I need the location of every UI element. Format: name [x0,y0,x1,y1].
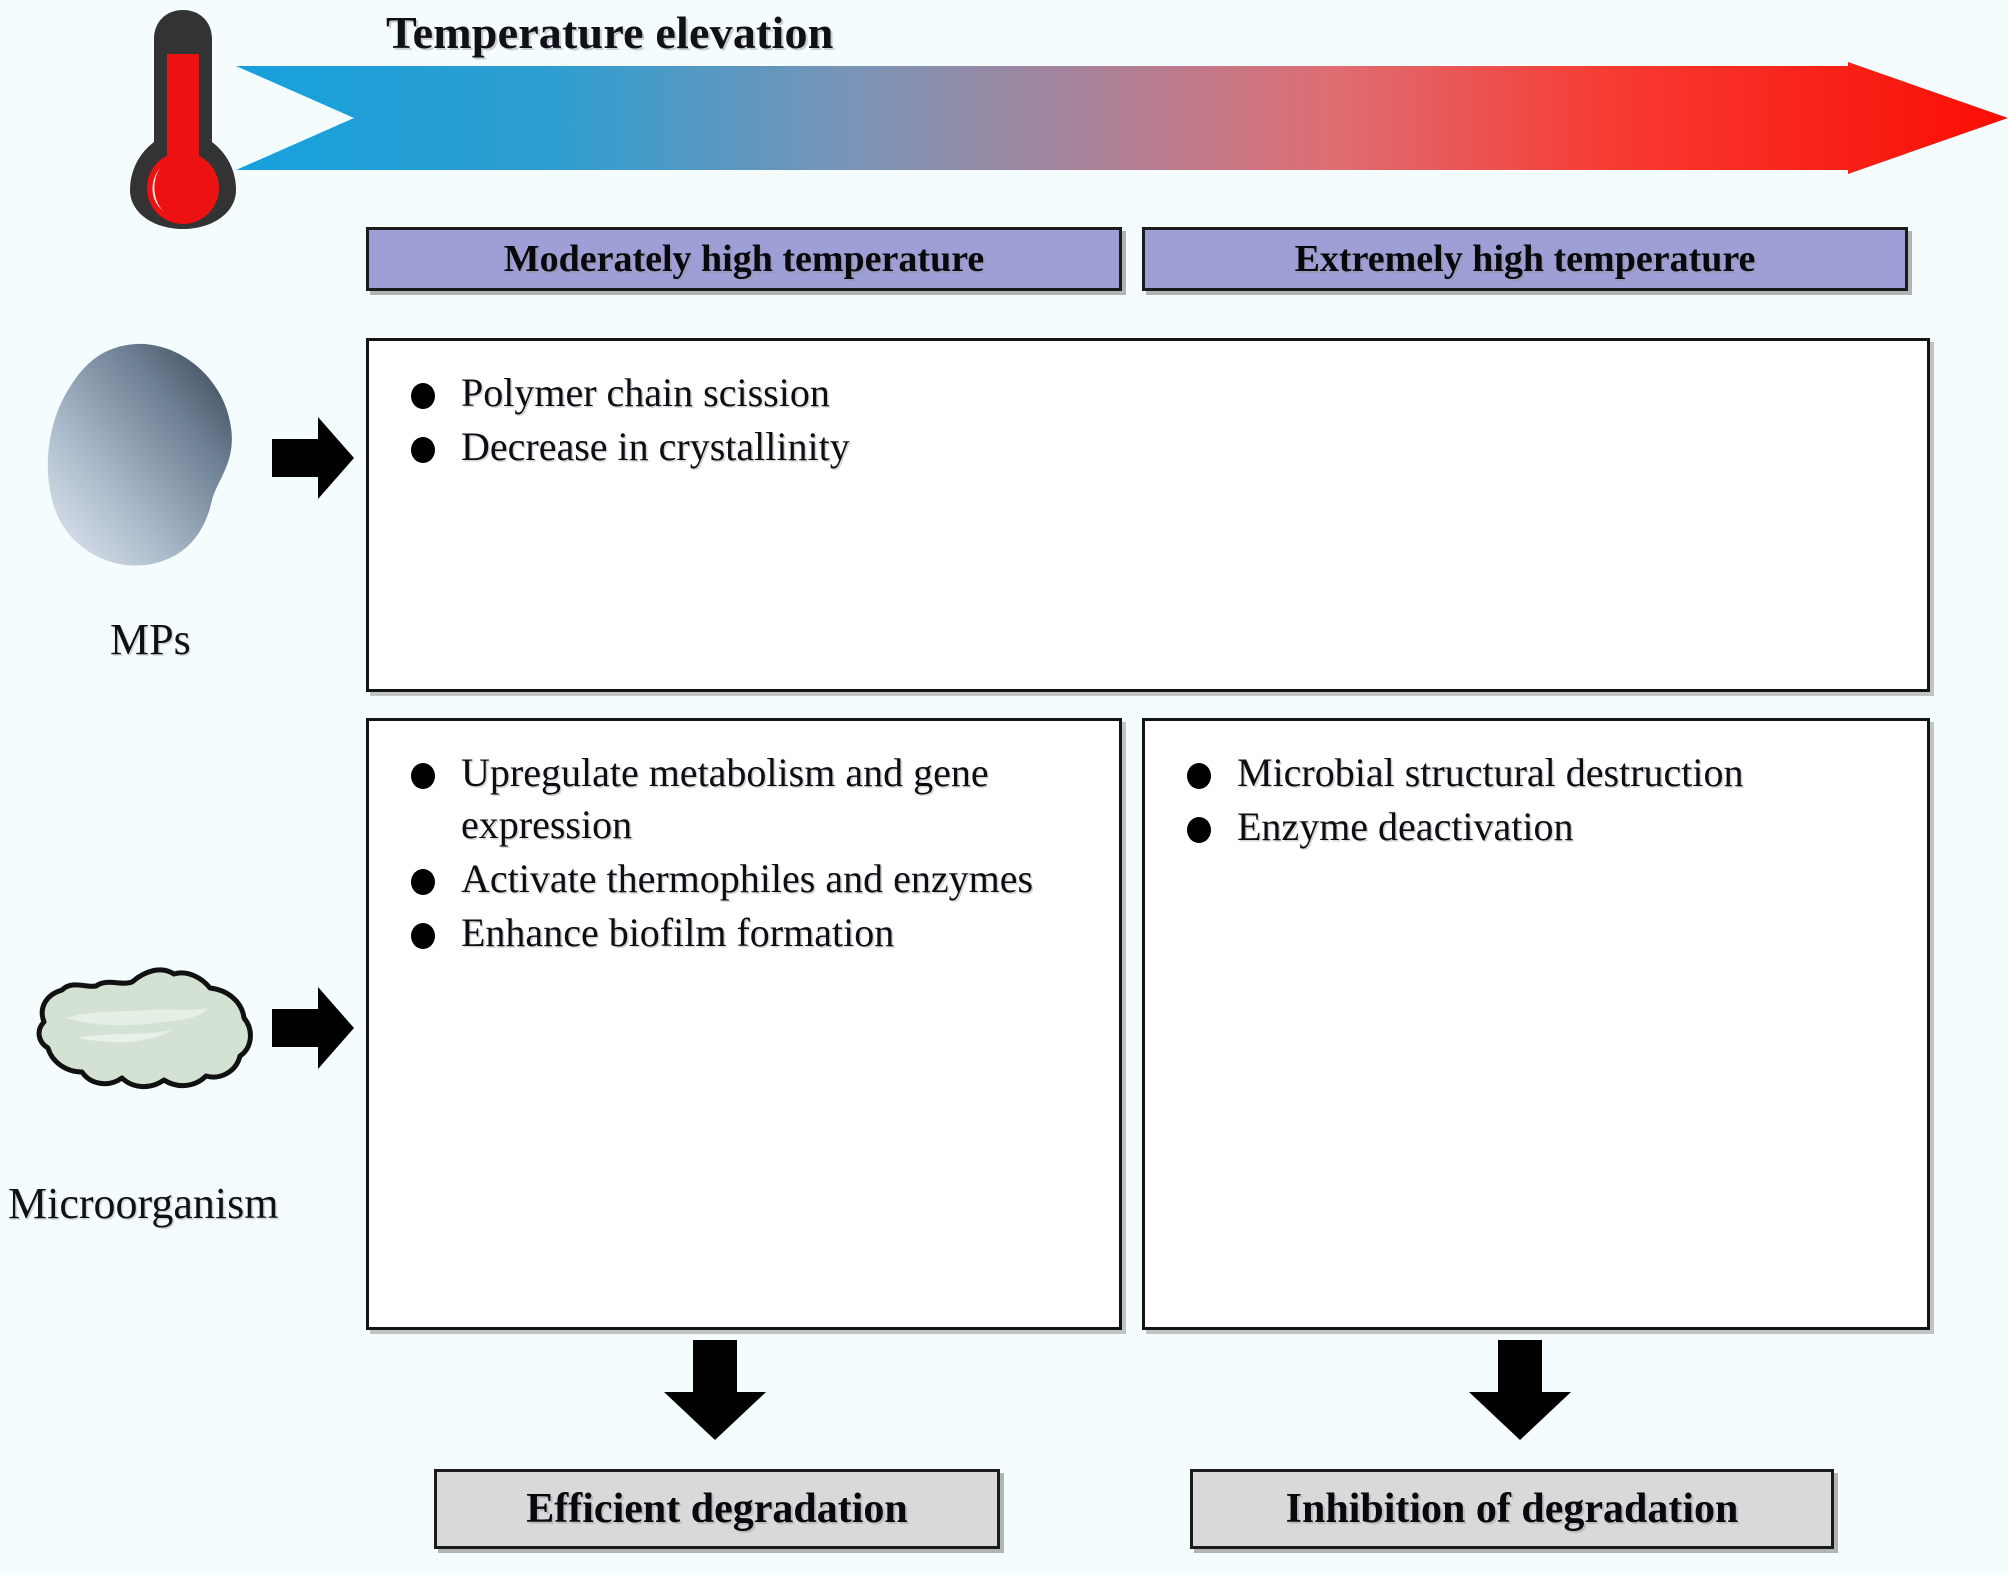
microorganism-extreme-effects-panel: Microbial structural destruction Enzyme … [1142,718,1930,1330]
bullet-dot-icon [411,763,435,789]
list-item-label: Upregulate metabolism and gene expressio… [461,750,989,847]
list-item: Activate thermophiles and enzymes [403,853,1119,905]
microorganism-extreme-effects-list: Microbial structural destruction Enzyme … [1145,721,1927,853]
list-item-label: Enhance biofilm formation [461,910,895,955]
down-arrow-icon [1469,1340,1571,1440]
bullet-dot-icon [1187,763,1211,789]
right-arrow-icon [272,987,354,1069]
right-arrow-icon [272,417,354,499]
list-item: Enzyme deactivation [1179,801,1927,853]
bullet-dot-icon [1187,817,1211,843]
bullet-dot-icon [411,869,435,895]
list-item: Polymer chain scission [403,367,1927,419]
microplastic-particle-icon [47,343,232,566]
list-item-label: Polymer chain scission [461,370,830,415]
column-header-moderate-temperature: Moderately high temperature [366,227,1122,291]
mps-moderate-effects-list: Polymer chain scission Decrease in cryst… [369,341,1927,473]
list-item: Microbial structural destruction [1179,747,1927,799]
thermometer-icon [130,10,236,229]
list-item-label: Decrease in crystallinity [461,424,850,469]
list-item: Upregulate metabolism and gene expressio… [403,747,1119,851]
down-arrow-icon [664,1340,766,1440]
microorganism-label: Microorganism [8,1179,279,1228]
page-title: Temperature elevation [386,7,834,58]
temperature-gradient-arrow-icon [236,62,2008,174]
outcome-inhibition-of-degradation: Inhibition of degradation [1190,1469,1834,1549]
list-item-label: Enzyme deactivation [1237,804,1574,849]
microorganism-moderate-effects-list: Upregulate metabolism and gene expressio… [369,721,1119,959]
microorganism-cell-icon [36,967,253,1089]
column-header-extreme-temperature: Extremely high temperature [1142,227,1908,291]
mps-effects-panel: Polymer chain scission Decrease in cryst… [366,338,1930,692]
bullet-dot-icon [411,437,435,463]
list-item-label: Activate thermophiles and enzymes [461,856,1034,901]
list-item: Enhance biofilm formation [403,907,1119,959]
bullet-dot-icon [411,923,435,949]
microorganism-moderate-effects-panel: Upregulate metabolism and gene expressio… [366,718,1122,1330]
list-item: Decrease in crystallinity [403,421,1927,473]
list-item-label: Microbial structural destruction [1237,750,1744,795]
bullet-dot-icon [411,383,435,409]
mps-label: MPs [110,615,191,664]
outcome-efficient-degradation: Efficient degradation [434,1469,1000,1549]
